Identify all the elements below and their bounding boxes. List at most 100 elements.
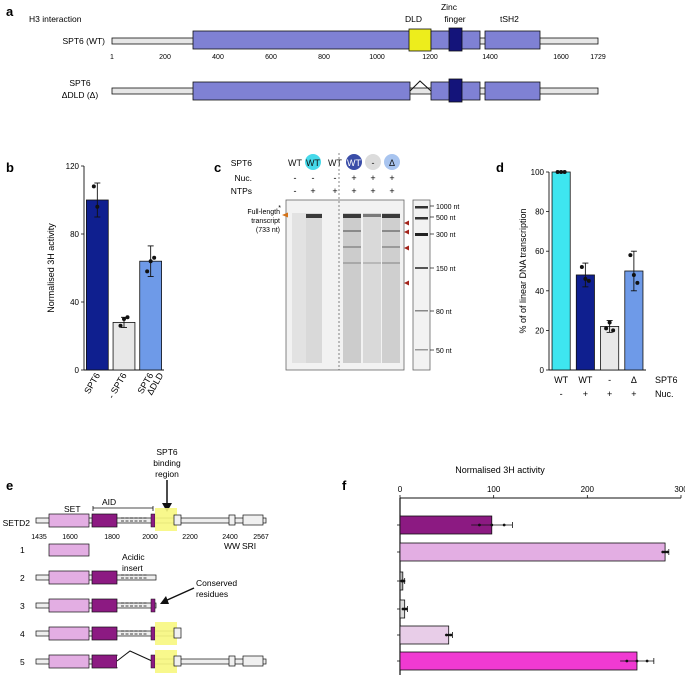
fl-transcript-1: Full-length	[247, 209, 280, 216]
y-tick-label: 40	[535, 287, 544, 296]
construct-3	[35, 598, 157, 613]
ladder-bands	[415, 206, 428, 351]
data-point	[490, 523, 494, 527]
ddld-zinc-finger	[448, 78, 463, 103]
x-tick-label: 300	[674, 485, 685, 494]
lane-marker-none	[365, 154, 381, 170]
nuc-sign: +	[351, 173, 356, 183]
data-point	[625, 659, 629, 663]
acidic-insert-1: Acidic	[122, 552, 145, 562]
gel-star: *	[278, 205, 281, 212]
construct-5	[35, 650, 267, 673]
category-label: SPT6	[82, 371, 102, 395]
lane-marker-ddld	[384, 154, 400, 170]
bar	[551, 171, 571, 371]
axis-tick-label: 600	[265, 54, 277, 61]
ntp-sign: +	[389, 186, 394, 196]
setd2-construct	[35, 508, 267, 531]
axis-tick-label: 1729	[590, 54, 606, 61]
bar	[600, 326, 620, 371]
category-label: WT	[578, 375, 592, 385]
data-point	[607, 320, 612, 325]
ntp-sign: -	[294, 186, 297, 196]
data-point	[665, 550, 669, 554]
data-point	[661, 550, 665, 554]
axis-tick-label: 1400	[482, 54, 498, 61]
bar	[399, 542, 666, 562]
data-point	[447, 633, 451, 637]
deletion-caret	[409, 80, 432, 92]
conserved-arrow-head	[160, 596, 169, 604]
axis-number: 1435	[31, 534, 47, 541]
x-tick-label: 0	[398, 485, 403, 494]
data-point	[95, 204, 100, 209]
conserved-residues-2: residues	[196, 589, 228, 599]
bar	[399, 651, 638, 671]
lane-label: Δ	[389, 158, 395, 168]
data-point	[555, 170, 560, 174]
panel-d-label: d	[496, 160, 504, 175]
panel-c: c SPT6 Nuc. NTPs WT--WT-+WT-+WT++-++Δ++	[214, 153, 459, 371]
h3-interaction-label: H3 interaction	[29, 14, 82, 24]
axis-number: 2567	[253, 534, 269, 541]
gel-red-arrowheads	[404, 220, 409, 286]
bar	[139, 260, 163, 371]
chart-f: Normalised 3H activity0100200300	[397, 465, 685, 675]
data-point	[635, 280, 640, 285]
lane-label: WT	[347, 158, 361, 168]
ladder-label: 1000 nt	[436, 204, 459, 211]
panel-a-label: a	[6, 4, 14, 19]
lane-label: WT	[306, 158, 320, 168]
y-tick-label: 120	[66, 162, 80, 171]
data-point	[502, 523, 506, 527]
axis-tick-label: 400	[212, 54, 224, 61]
axis-tick-label: 1200	[422, 54, 438, 61]
panel-f: f Normalised 3H activity0100200300	[342, 465, 685, 675]
data-point	[604, 326, 609, 331]
nuc-sign: -	[334, 173, 337, 183]
axis-tick-label: 1000	[369, 54, 385, 61]
acidic-insert-2: insert	[122, 563, 143, 573]
data-point	[631, 272, 636, 277]
gel-lanes	[292, 153, 400, 370]
panel-f-label: f	[342, 478, 347, 493]
nuc-sign: -	[294, 173, 297, 183]
ladder-label: 300 nt	[436, 232, 456, 239]
ntp-sign: +	[370, 186, 375, 196]
data-point	[145, 269, 150, 274]
ladder-label: 50 nt	[436, 348, 452, 355]
y-axis-label: % of of linear DNA transcription	[518, 208, 528, 333]
axis-tick-label: 1600	[553, 54, 569, 61]
data-point	[122, 317, 126, 321]
construct-1-set	[48, 543, 90, 557]
nuc-sign: +	[607, 389, 612, 399]
data-point	[152, 255, 157, 260]
binding-region-label-1: SPT6	[156, 447, 178, 457]
set-label: SET	[64, 504, 81, 514]
nuc-sign: +	[583, 389, 588, 399]
lane-label: WT	[288, 158, 302, 168]
y-tick-label: 80	[70, 230, 79, 239]
construct-1-number: 1	[20, 545, 25, 555]
lane-marker-wt-cyan	[305, 154, 321, 170]
data-point	[586, 278, 591, 283]
bar	[399, 625, 450, 645]
data-point	[445, 633, 448, 637]
y-tick-label: 0	[540, 366, 545, 375]
fl-transcript-2: transcript	[251, 218, 280, 225]
category-label: - SPT6	[106, 371, 129, 400]
data-point	[402, 579, 406, 583]
ddld-tsh2-domain	[484, 81, 541, 101]
tsh2-domain	[484, 30, 541, 50]
ladder-label: 80 nt	[436, 309, 452, 316]
y-tick-label: 60	[535, 247, 544, 256]
category-label: Δ	[631, 375, 637, 385]
y-tick-label: 20	[535, 326, 544, 335]
gel-row-label-nuc: Nuc.	[235, 173, 252, 183]
